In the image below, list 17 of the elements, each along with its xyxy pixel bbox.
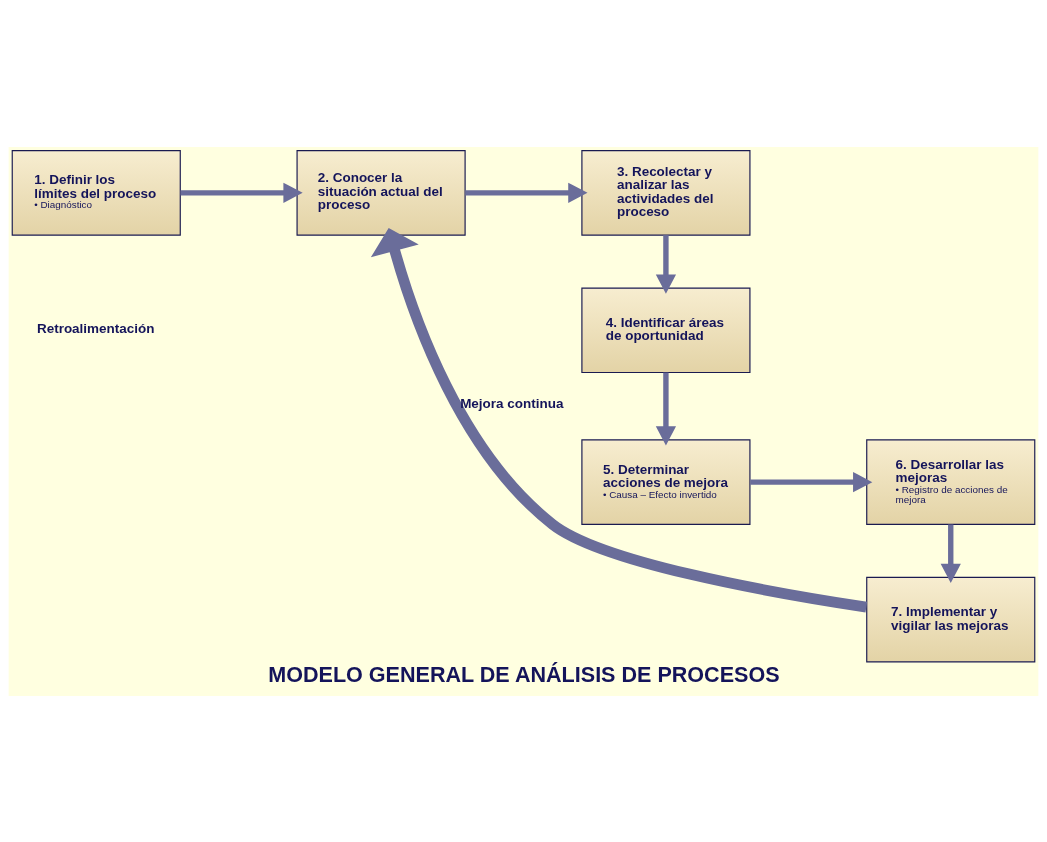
arrow [655,234,677,294]
arrow [655,372,677,446]
arrow [465,182,588,203]
node-box: 6. Desarrollar las mejoras • Registro de acciones de mejora [866,438,1036,525]
diagram-title: MODELO GENERAL DE ANÁLISIS DE PROCESOS [268,661,780,687]
node-box: 7. Implementar y vigilar las mejoras [866,576,1036,662]
edge-label: Mejora continua [460,395,564,411]
arrow [750,471,873,492]
node-box: 3. Recolectar y analizar las actividades del proceso [581,149,751,236]
label: Retroalimentación [36,320,155,336]
node-box: 2. Conocer la situación actual del proceso [296,149,466,236]
arrow [940,524,961,583]
node-box: 1. Definir los límites del proceso • Diagnóstico [11,149,181,236]
arrow [180,182,303,203]
arrow [370,227,868,612]
node-box: 4. Identificar áreas de oportunidad [581,287,751,373]
node-box: 5. Determinar acciones de mejora • Causa – Efecto invertido [581,438,751,525]
